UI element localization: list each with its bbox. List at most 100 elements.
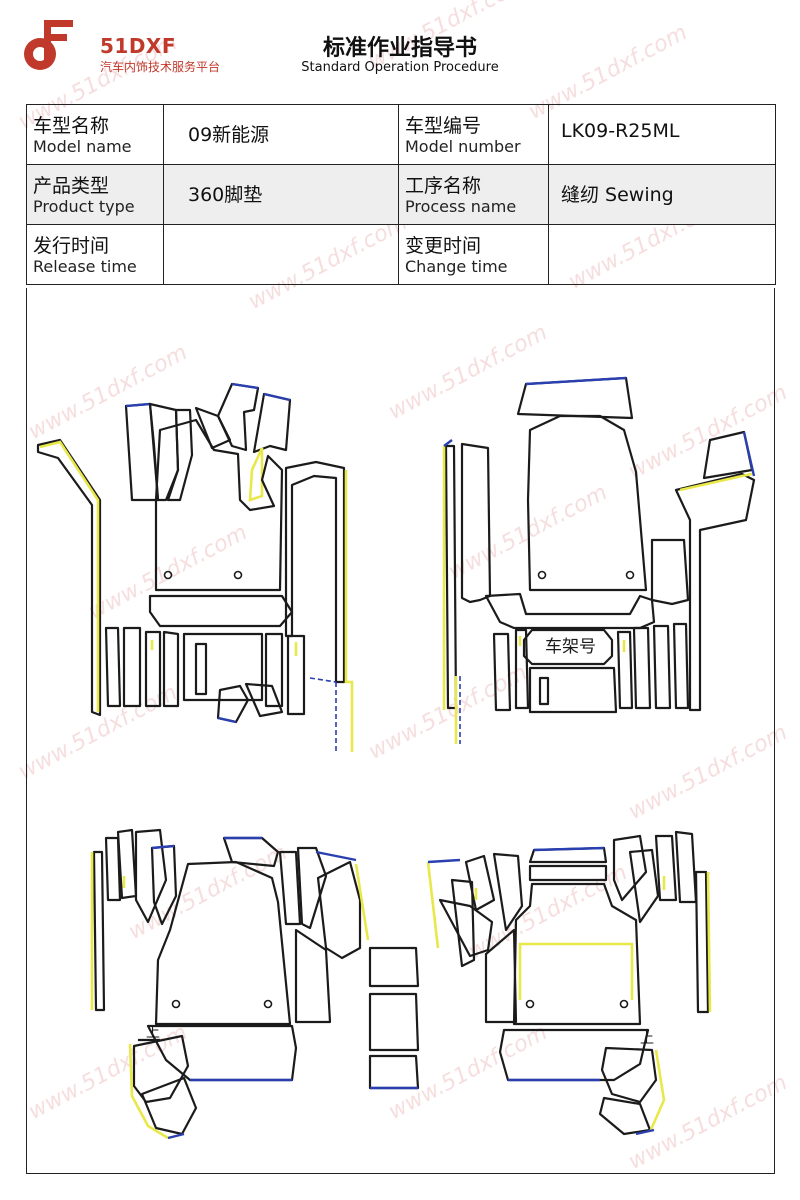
- info-row-time: 发行时间 Release time 变更时间 Change time: [26, 224, 776, 285]
- pattern-piece: [148, 594, 294, 628]
- process-name-value: 缝纫 Sewing: [561, 184, 674, 206]
- edge-yellow: [354, 863, 370, 941]
- pattern-group-top-right: 车架号: [442, 376, 756, 744]
- edge-blue: [443, 439, 453, 447]
- pattern-piece: [264, 632, 284, 708]
- product-type-value: 360脚垫: [188, 184, 263, 206]
- model-name-label-zh: 车型名称: [33, 115, 110, 137]
- pattern-piece: [316, 860, 362, 960]
- pattern-piece: [36, 438, 102, 717]
- pattern-piece: [144, 630, 162, 708]
- pattern-group-bottom-center: [368, 946, 420, 1090]
- pattern-piece: [252, 392, 292, 454]
- edge-yellow: [344, 470, 354, 752]
- model-name-value-cell: 09新能源: [163, 104, 399, 165]
- mounting-hole: [525, 999, 535, 1009]
- edge-yellow: [426, 861, 440, 949]
- edge-blue: [427, 858, 461, 864]
- edge-blue: [167, 1132, 185, 1140]
- change-time-label-zh: 变更时间: [405, 235, 482, 257]
- pattern-piece: [528, 666, 618, 714]
- process-name-value-cell: 缝纫 Sewing: [548, 164, 776, 225]
- document-subtitle: Standard Operation Procedure: [301, 60, 499, 75]
- pattern-piece: [154, 860, 292, 1026]
- pattern-piece: [484, 928, 518, 1024]
- pattern-piece: [492, 632, 512, 712]
- brand-tagline: 汽车内饰技术服务平台: [100, 60, 221, 74]
- edge-blue: [125, 402, 151, 408]
- pattern-piece: [166, 408, 194, 502]
- model-name-label-en: Model name: [33, 136, 132, 156]
- release-time-label-zh: 发行时间: [33, 235, 110, 257]
- pattern-piece: [514, 628, 530, 710]
- up-mark: 上: [640, 1031, 654, 1047]
- frame-number-box: [522, 628, 614, 666]
- pattern-piece: [444, 444, 458, 710]
- edge-blue: [217, 716, 237, 724]
- document-title: 标准作业指导书: [322, 36, 477, 61]
- pattern-piece: [368, 946, 420, 988]
- pattern-piece: [512, 882, 642, 1026]
- pattern-piece: [450, 878, 476, 968]
- edge-yellow: [679, 472, 753, 492]
- pattern-piece: [612, 834, 648, 902]
- pattern-piece: [194, 642, 208, 696]
- pattern-piece: [278, 850, 302, 926]
- mounting-hole: [233, 570, 243, 580]
- pattern-piece: [492, 852, 524, 932]
- pattern-piece: [122, 626, 142, 708]
- release-time-label-cell: 发行时间 Release time: [26, 224, 164, 285]
- product-type-value-cell: 360脚垫: [163, 164, 399, 225]
- edge-yellow: [648, 1049, 666, 1133]
- pattern-piece: [296, 846, 328, 930]
- edge-blue: [315, 850, 357, 862]
- model-number-label-zh: 车型编号: [405, 115, 482, 137]
- pattern-piece: [528, 864, 608, 882]
- edge-blue: [533, 846, 605, 852]
- product-type-label-zh: 产品类型: [33, 175, 110, 197]
- info-row-product: 产品类型 Product type 360脚垫 工序名称 Process nam…: [26, 164, 776, 225]
- mounting-hole: [163, 570, 173, 580]
- pattern-piece: [460, 442, 492, 604]
- pattern-piece: [154, 418, 284, 592]
- pattern-piece: [146, 1024, 298, 1082]
- change-time-label-en: Change time: [405, 256, 508, 276]
- edge-blue: [231, 382, 259, 390]
- pattern-piece: [464, 854, 496, 912]
- change-time-label-cell: 变更时间 Change time: [398, 224, 549, 285]
- mounting-hole: [619, 999, 629, 1009]
- pattern-piece: [694, 870, 710, 1014]
- pattern-piece: [104, 626, 122, 708]
- mounting-hole: [171, 999, 181, 1009]
- edge-blue: [151, 844, 175, 850]
- pattern-piece: [598, 1096, 652, 1136]
- brand-name: 51DXF: [100, 34, 177, 58]
- edge-blue: [263, 392, 291, 402]
- pattern-piece: [652, 624, 672, 710]
- pattern-piece: [600, 1046, 658, 1104]
- release-time-value-cell: [163, 224, 399, 285]
- change-time-value-cell: [548, 224, 776, 285]
- pattern-piece: [182, 632, 264, 702]
- pattern-group-top-left: [36, 382, 354, 752]
- pattern-piece: [654, 834, 678, 902]
- logo-mark-icon: [24, 20, 73, 70]
- pattern-piece: [162, 630, 180, 708]
- pattern-piece: [484, 592, 656, 630]
- pattern-piece: [672, 622, 690, 710]
- mounting-hole: [625, 570, 635, 580]
- pattern-piece: [438, 898, 494, 958]
- pattern-piece: [134, 828, 168, 924]
- product-type-label-en: Product type: [33, 196, 135, 216]
- pattern-piece: [286, 634, 306, 716]
- pattern-piece: [628, 848, 660, 924]
- model-number-label-en: Model number: [405, 136, 521, 156]
- info-table: 车型名称 Model name 09新能源 车型编号 Model number …: [26, 104, 776, 285]
- edge-yellow: [39, 440, 100, 712]
- frame-number-label: 车架号: [545, 637, 596, 657]
- mounting-hole: [537, 570, 547, 580]
- up-mark: 上: [146, 1025, 160, 1041]
- process-name-label-zh: 工序名称: [405, 175, 482, 197]
- process-name-label-cell: 工序名称 Process name: [398, 164, 549, 225]
